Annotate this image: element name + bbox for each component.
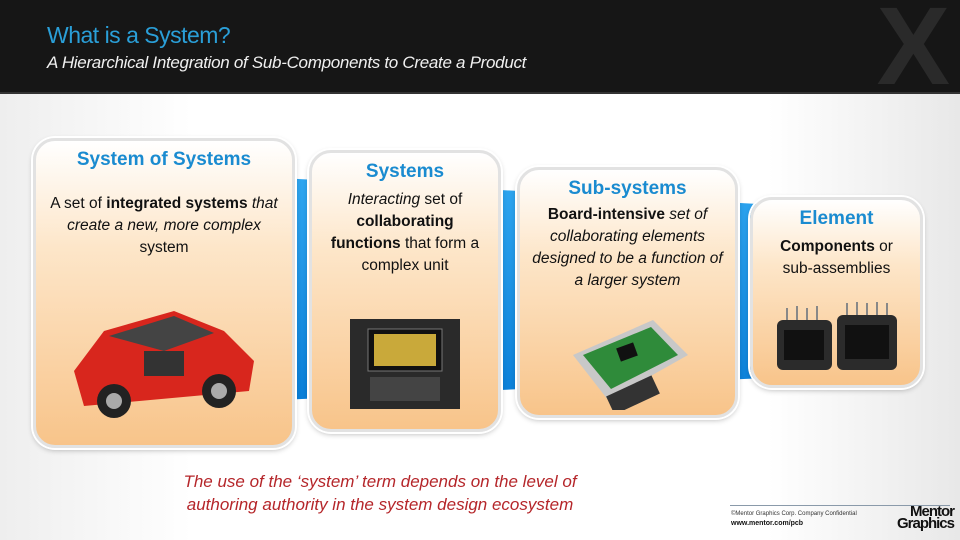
slide-subtitle: A Hierarchical Integration of Sub-Compon…	[47, 53, 527, 72]
box-title: Sub-systems	[568, 178, 687, 199]
description-segment: collaborating functions	[330, 213, 454, 252]
car-image	[74, 311, 254, 418]
description-segment: that form a complex unit	[361, 235, 480, 274]
description-segment: integrated systems	[106, 195, 248, 212]
slide-title: What is a System?	[47, 22, 231, 48]
box-description: Board-intensive set of collaborating ele…	[520, 204, 735, 292]
box-system-of-systems: System of Systems A set of integrated sy…	[33, 138, 295, 448]
description-segment: complex	[203, 217, 261, 234]
footer-url: www.mentor.com/pcb	[731, 520, 804, 527]
box-element: Element Components or sub-assemblies	[750, 197, 923, 388]
description-segment: Components	[780, 238, 875, 255]
description-segment: or sub-assemblies	[782, 238, 893, 277]
footer-divider	[730, 505, 950, 506]
description-segment: A set of	[50, 195, 107, 212]
box-description: A set of integrated systems that create …	[36, 193, 292, 259]
box-title: Element	[799, 208, 874, 229]
box-description: Components or sub-assemblies	[753, 236, 920, 280]
description-segment: set of collaborating elements designed t…	[532, 206, 723, 289]
description-segment: Interacting	[347, 191, 421, 208]
connector-image	[776, 302, 897, 370]
x-watermark-icon: X	[876, 0, 950, 94]
copyright-text: ©Mentor Graphics Corp. Company Confident…	[731, 511, 857, 517]
circuit-board-image	[572, 320, 688, 410]
footnote: The use of the ‘system’ term depends on …	[183, 472, 577, 514]
description-segment: Board-intensive	[547, 206, 665, 223]
box-description: Interacting set of collaborating functio…	[312, 189, 498, 277]
description-segment: system	[139, 239, 189, 256]
slide-header: What is a System? A Hierarchical Integra…	[0, 0, 960, 94]
description-segment: set of	[420, 191, 463, 208]
description-segment: that create a new, more	[67, 195, 278, 234]
dashboard-image	[350, 319, 460, 409]
box-title: System of Systems	[76, 149, 252, 170]
box-systems: Systems Interacting set of collaborating…	[309, 150, 501, 432]
box-title: Systems	[365, 161, 445, 182]
box-sub-systems: Sub-systems Board-intensive set of colla…	[517, 167, 738, 418]
